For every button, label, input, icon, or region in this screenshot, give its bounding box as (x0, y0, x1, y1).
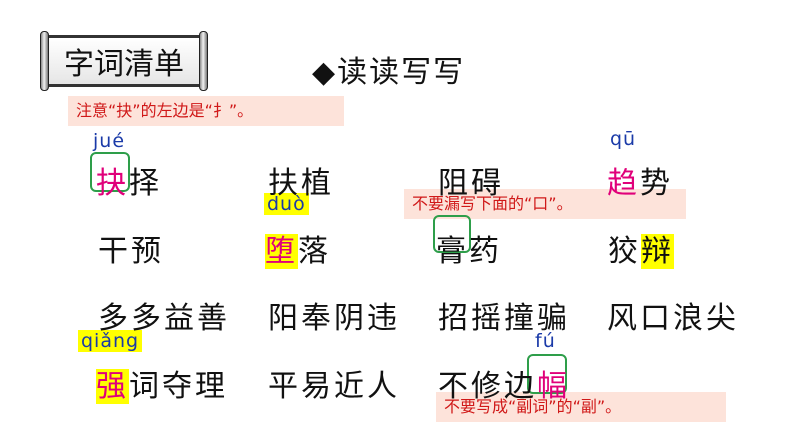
word-char: 狡 (608, 234, 641, 269)
word-char: 不修边 (438, 369, 537, 404)
word-ganyu: 干预 (98, 234, 164, 269)
idiom-yangfengyinwei: 阳奉阴违 (268, 301, 400, 336)
word-fuzhi: 扶植 (268, 166, 334, 201)
scroll-roll-left (40, 31, 49, 91)
word-jueze: 抉择 (96, 158, 162, 202)
pinyin-duo: duò (264, 193, 309, 215)
highlight-box-fu (527, 354, 567, 394)
idiom-qiangciduoli: 强词夺理 (96, 361, 228, 405)
word-char: 择 (129, 166, 162, 201)
word-char: 词夺理 (129, 369, 228, 404)
pinyin-jue: jué (93, 130, 126, 152)
word-char-highlight: 趋 (607, 166, 640, 201)
word-char-highlight: 抉 (96, 166, 129, 201)
idiom-fengkoulangjian: 风口浪尖 (607, 301, 739, 336)
highlight-box-jue (90, 152, 130, 192)
note-jue: 注意“抉”的左边是“扌”。 (68, 96, 344, 126)
word-char-highlight: 辩 (641, 234, 674, 269)
word-qushi: 趋势 (607, 158, 673, 202)
note-fu: 不要写成“副词”的“副”。 (436, 392, 726, 422)
word-duoluo: 堕落 (265, 226, 331, 270)
banner-paper (49, 35, 199, 87)
note-gao: 不要漏写下面的“口”。 (404, 189, 686, 219)
word-char: 药 (469, 234, 502, 269)
idiom-zhaoyaozhuangpian: 招摇撞骗 (438, 301, 570, 336)
scroll-roll-right (199, 31, 208, 91)
pinyin-qu: qū (610, 128, 637, 150)
highlight-box-gao (433, 215, 471, 253)
idiom-duoduoyishan: 多多益善 (98, 301, 230, 336)
section-heading: ◆读读写写 (312, 55, 466, 90)
word-char-highlight: 堕 (265, 234, 298, 269)
title-banner: 字词清单 (40, 31, 208, 91)
idiom-buxiubianfu: 不修边幅 (438, 361, 570, 405)
word-char: 落 (298, 234, 331, 269)
word-jiaobian: 狡辩 (608, 226, 674, 270)
pinyin-fu: fú (535, 330, 556, 352)
word-char-highlight: 幅 (537, 369, 570, 404)
pinyin-qiang: qiǎng (78, 330, 143, 352)
word-gaoyao: 膏药 (436, 226, 502, 270)
idiom-pingyijinren: 平易近人 (268, 369, 400, 404)
word-char-highlight: 膏 (436, 234, 469, 269)
word-zuai: 阻碍 (438, 166, 504, 201)
word-char-highlight: 强 (96, 369, 129, 404)
word-char: 势 (640, 166, 673, 201)
banner-title: 字词清单 (64, 47, 184, 82)
